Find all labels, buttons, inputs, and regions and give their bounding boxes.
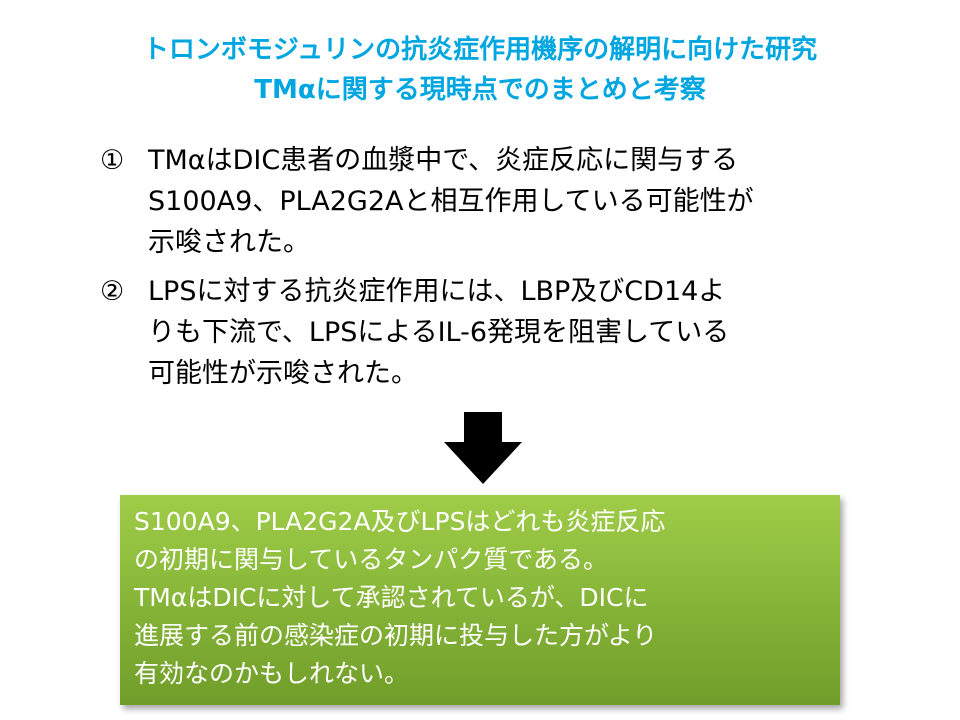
point-number: ② xyxy=(100,276,125,307)
summary-point-1: ① TMαはDIC患者の血漿中で、炎症反応に関与する S100A9、PLA2G2… xyxy=(100,140,880,263)
title-line-1: トロンボモジュリンの抗炎症作用機序の解明に向けた研究 xyxy=(142,35,818,65)
callout-line: 進展する前の感染症の初期に投与した方がより xyxy=(134,621,658,650)
point-line: 示唆された。 xyxy=(148,227,310,258)
conclusion-callout: S100A9、PLA2G2A及びLPSはどれも炎症反応 の初期に関与しているタン… xyxy=(120,495,840,705)
point-line: りも下流で、LPSによるIL-6発現を阻害している xyxy=(148,317,730,348)
point-line: S100A9、PLA2G2Aと相互作用している可能性が xyxy=(148,186,754,217)
callout-line: の初期に関与しているタンパク質である。 xyxy=(134,545,609,574)
point-line: TMαはDIC患者の血漿中で、炎症反応に関与する xyxy=(148,145,739,176)
slide-title: トロンボモジュリンの抗炎症作用機序の解明に向けた研究 TMαに関する現時点でのま… xyxy=(0,30,960,110)
callout-line: S100A9、PLA2G2A及びLPSはどれも炎症反応 xyxy=(134,507,666,536)
point-line: 可能性が示唆された。 xyxy=(148,358,418,389)
callout-line: TMαはDICに対して承認されているが、DICに xyxy=(134,583,649,612)
point-line: LPSに対する抗炎症作用には、LBP及びCD14よ xyxy=(148,276,726,307)
title-line-2: TMαに関する現時点でのまとめと考察 xyxy=(254,75,706,105)
callout-line: 有効なのかもしれない。 xyxy=(134,659,410,688)
summary-point-2: ② LPSに対する抗炎症作用には、LBP及びCD14よ りも下流で、LPSによる… xyxy=(100,271,880,394)
point-number: ① xyxy=(100,145,125,176)
summary-list: ① TMαはDIC患者の血漿中で、炎症反応に関与する S100A9、PLA2G2… xyxy=(100,140,880,402)
down-arrow-icon xyxy=(444,412,522,484)
